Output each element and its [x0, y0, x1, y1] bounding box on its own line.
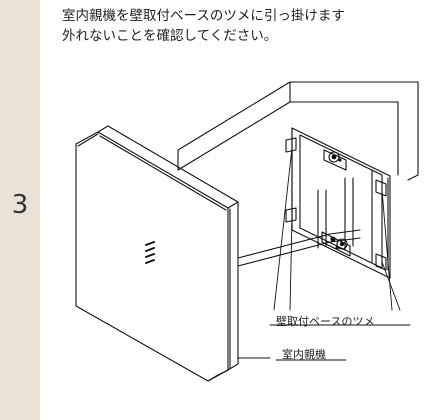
indoor-unit	[75, 125, 239, 382]
step-number: 3	[11, 190, 29, 220]
label-wall-base-claws: 壁取付ベースのツメ	[276, 315, 375, 328]
unit-slots-icon	[145, 241, 155, 264]
unit-leader-line	[237, 357, 347, 361]
instruction-text: 室内親機を壁取付ベースのツメに引っ掛けます 外れないことを確認してください。	[62, 6, 445, 46]
claw-leader-lines	[269, 147, 411, 326]
wall-frame	[177, 81, 419, 267]
wall-mount-base	[285, 127, 391, 279]
instruction-line-2: 外れないことを確認してください。	[62, 28, 278, 44]
step-side-band	[0, 0, 40, 420]
label-indoor-unit: 室内親機	[282, 348, 326, 361]
instruction-line-1: 室内親機を壁取付ベースのツメに引っ掛けます	[62, 8, 345, 24]
